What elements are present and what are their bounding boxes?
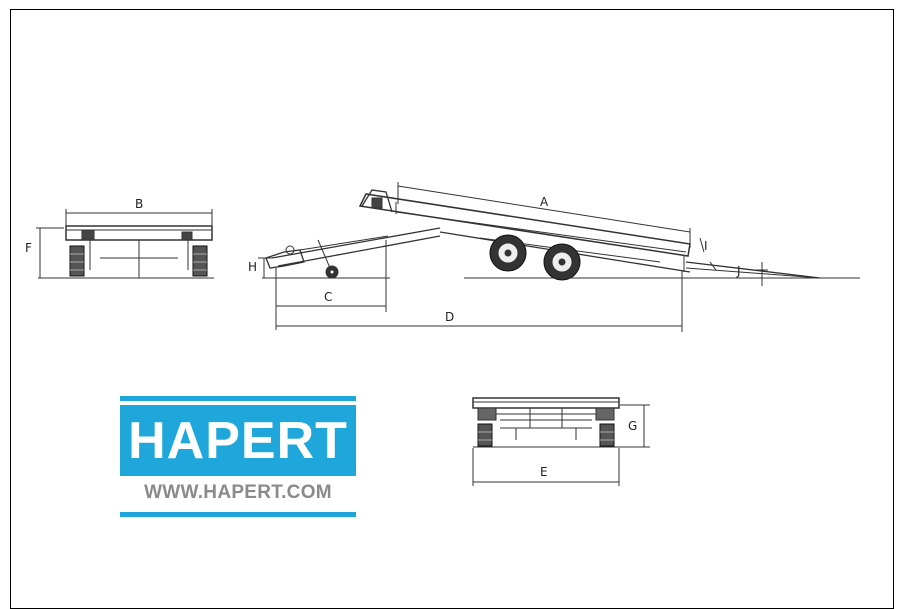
rear-view bbox=[472, 397, 650, 486]
dimension-label-c: C bbox=[324, 290, 332, 304]
side-view bbox=[258, 182, 860, 332]
dimension-label-f: F bbox=[25, 241, 32, 255]
dimension-label-i: I bbox=[704, 239, 708, 253]
logo-top-bar bbox=[120, 396, 356, 401]
logo-blue-panel bbox=[120, 405, 356, 476]
dimension-label-g: G bbox=[628, 419, 637, 433]
dimension-label-d: D bbox=[445, 310, 454, 324]
dimension-label-h: H bbox=[248, 260, 257, 274]
front-view bbox=[36, 209, 214, 279]
dimension-label-b: B bbox=[135, 197, 143, 211]
trailer-technical-drawing: B F A H C D I J G E bbox=[25, 182, 860, 486]
logo-brand-text: HAPERT bbox=[128, 412, 348, 470]
dimension-label-j: J bbox=[736, 264, 741, 278]
hapert-logo: HAPERT WWW.HAPERT.COM bbox=[120, 396, 356, 520]
logo-bottom-bar bbox=[120, 512, 356, 517]
dimension-label-e: E bbox=[540, 465, 548, 479]
dimension-label-a: A bbox=[540, 195, 549, 209]
logo-url-text: WWW.HAPERT.COM bbox=[144, 482, 332, 503]
